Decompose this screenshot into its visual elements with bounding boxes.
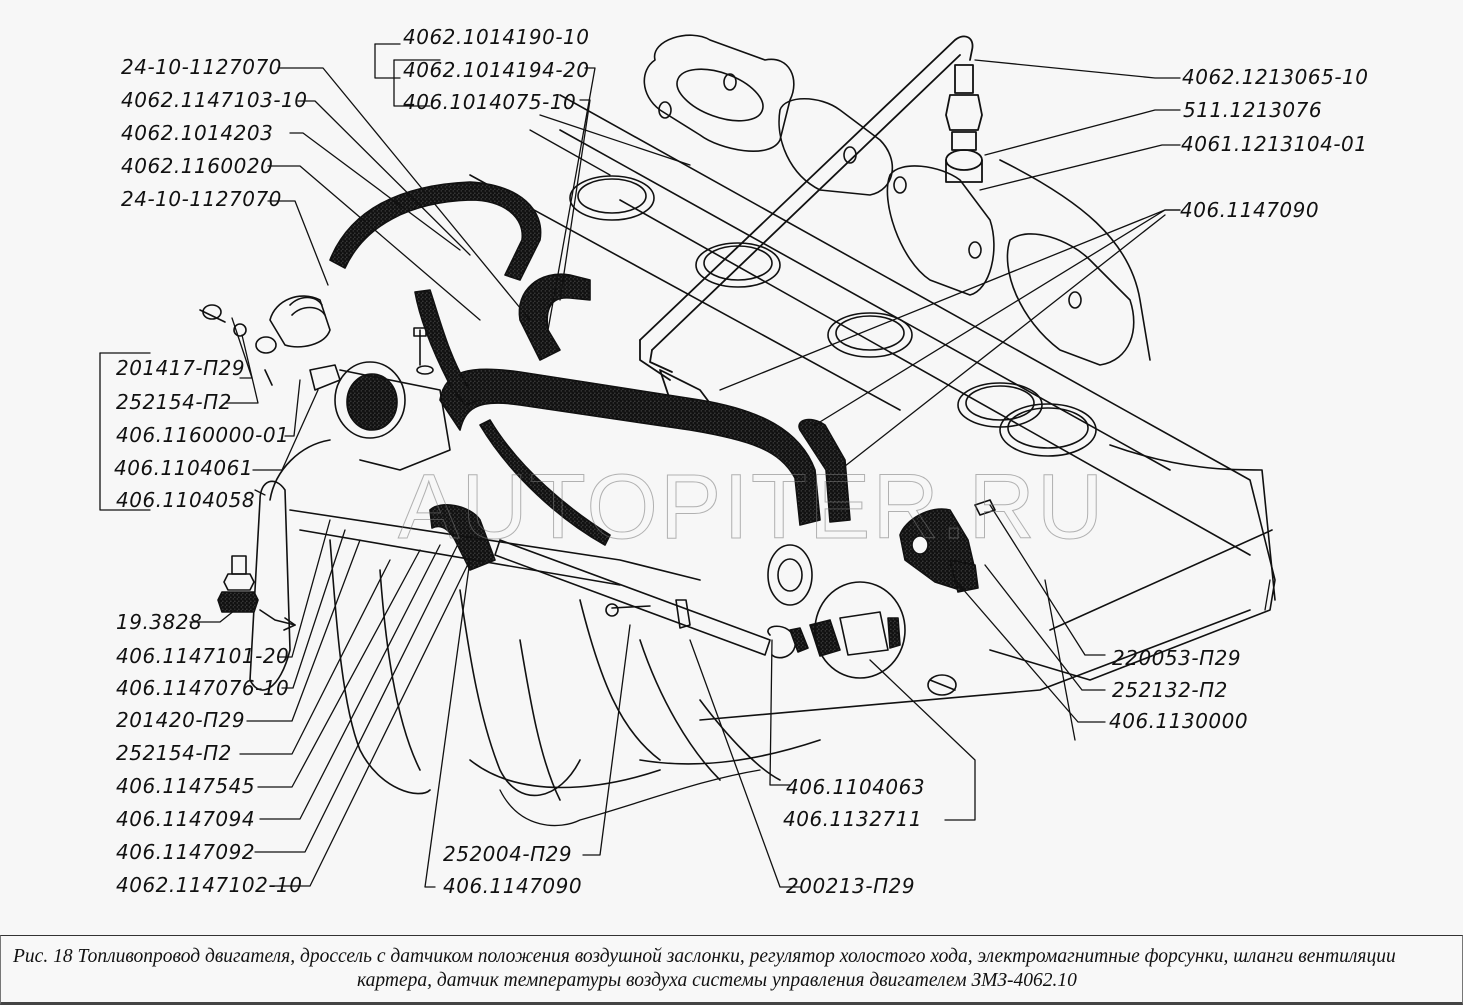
part-label[interactable]: 4062.1160020 [121, 154, 274, 178]
part-label[interactable]: 4062.1014190-10 [403, 25, 590, 49]
part-label[interactable]: 511.1213076 [1183, 98, 1323, 122]
part-label[interactable]: 4062.1147103-10 [121, 88, 308, 112]
part-label[interactable]: 406.1104063 [786, 775, 926, 799]
part-label[interactable]: 200213-П29 [786, 874, 916, 898]
throttle-body [199, 295, 451, 501]
part-label[interactable]: 4061.1213104-01 [1181, 132, 1368, 156]
part-label[interactable]: 406.1147101-20 [116, 644, 290, 668]
part-label[interactable]: 24-10-1127070 [121, 187, 282, 211]
air-temp-sensor [217, 555, 296, 631]
part-label[interactable]: 406.1104058 [116, 488, 256, 512]
part-label[interactable]: 252004-П29 [443, 842, 573, 866]
part-label[interactable]: 252154-П2 [116, 390, 232, 414]
intake-manifold [249, 480, 821, 801]
part-label[interactable]: 201420-П29 [116, 708, 246, 732]
part-label[interactable]: 4062.1213065-10 [1182, 65, 1369, 89]
part-label[interactable]: 406.1130000 [1109, 709, 1249, 733]
part-label[interactable]: 4062.1014194-20 [403, 58, 590, 82]
injector-assembly [494, 539, 957, 696]
part-label[interactable]: 406.1147090 [443, 874, 583, 898]
part-label[interactable]: 19.3828 [116, 610, 203, 634]
part-label[interactable]: 252154-П2 [116, 741, 232, 765]
sensor-body [899, 499, 996, 593]
part-label[interactable]: 406.1147076-10 [116, 676, 290, 700]
part-label[interactable]: 406.1104061 [114, 456, 254, 480]
part-label[interactable]: 201417-П29 [116, 356, 246, 380]
part-label[interactable]: 406.1147090 [1180, 198, 1320, 222]
part-label[interactable]: 406.1147094 [116, 807, 256, 831]
part-label[interactable]: 24-10-1127070 [121, 55, 282, 79]
part-label[interactable]: 406.1132711 [783, 807, 923, 831]
leader-lines [99, 43, 1271, 888]
part-label[interactable]: 406.1014075-10 [403, 90, 577, 114]
figure-caption: Рис. 18 Топливопровод двигателя, дроссел… [0, 935, 1463, 1005]
breather-hoses [329, 181, 851, 571]
caption-line-2: картера, датчик температуры воздуха сист… [357, 970, 1077, 991]
caption-line-1: Рис. 18 Топливопровод двигателя, дроссел… [13, 946, 1396, 967]
part-label[interactable]: 252132-П2 [1112, 678, 1228, 702]
part-label[interactable]: 406.1160000-01 [116, 423, 290, 447]
fuel-pipe [639, 35, 983, 421]
part-label[interactable]: 4062.1014203 [121, 121, 274, 145]
part-label[interactable]: 406.1147092 [116, 840, 256, 864]
part-label[interactable]: 406.1147545 [116, 774, 256, 798]
part-label[interactable]: 4062.1147102-10 [116, 873, 303, 897]
part-label[interactable]: 220053-П29 [1112, 646, 1242, 670]
manifold-flanges [643, 34, 1135, 366]
